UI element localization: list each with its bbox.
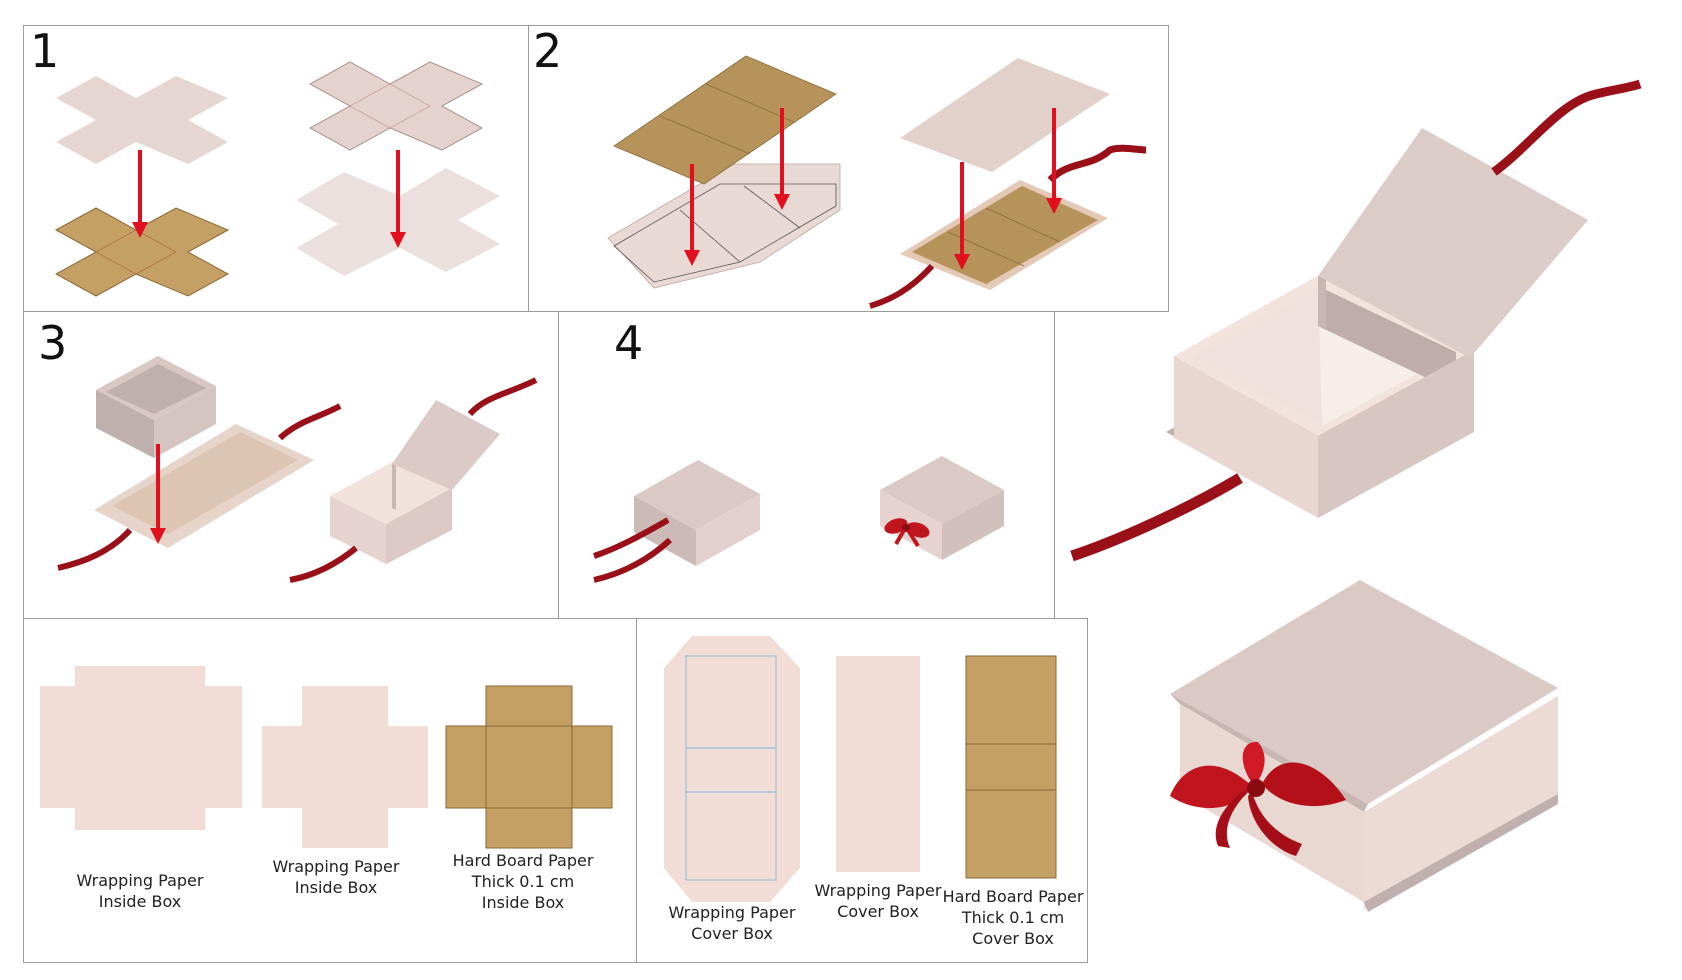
step4-closed-box-ribbon <box>634 460 760 566</box>
caption-line: Inside Box <box>98 892 182 911</box>
caption-line: Cover Box <box>837 902 919 921</box>
step1-paper-cross-right-top <box>309 61 483 151</box>
step3-ribbon-box-bottom <box>289 545 358 583</box>
part-wrapping-inside-1 <box>40 666 242 830</box>
large-bow <box>1170 741 1346 856</box>
step3-ribbon-left <box>57 527 133 571</box>
step2-cover-paper-top <box>900 58 1110 172</box>
caption-wrapping-inside-2: Wrapping Paper Inside Box <box>273 856 400 898</box>
step2-wrapping-cover-paper <box>607 163 841 289</box>
caption-line: Hard Board Paper <box>452 851 594 870</box>
caption-line: Wrapping Paper <box>272 857 400 876</box>
step-number-1: 1 <box>30 24 60 78</box>
large-open-box <box>1166 128 1588 518</box>
caption-line: Inside Box <box>481 893 565 912</box>
step3-assembled-box <box>330 400 500 564</box>
step2-board-on-wrap <box>900 180 1108 290</box>
caption-line: Wrapping Paper <box>814 881 942 900</box>
step4-bow <box>884 518 930 548</box>
step3-inside-box <box>96 356 216 458</box>
caption-line: Thick 0.1 cm <box>471 872 575 891</box>
caption-line: Hard Board Paper <box>942 887 1084 906</box>
caption-line: Wrapping Paper <box>76 871 204 890</box>
caption-board-cover: Hard Board Paper Thick 0.1 cm Cover Box <box>943 886 1084 949</box>
step4-ribbon-end-1 <box>593 517 670 559</box>
step2-ribbon-left <box>869 263 935 309</box>
step4-closed-box-bow <box>880 456 1004 560</box>
large-closed-box <box>1170 580 1558 912</box>
step-4-panel <box>558 311 1055 619</box>
caption-line: Wrapping Paper <box>668 903 796 922</box>
large-box-ribbon-top <box>1491 79 1642 176</box>
step3-ribbon-box-top <box>467 377 538 417</box>
part-wrapping-inside-2 <box>262 686 428 848</box>
step2-ribbon-right <box>1047 144 1147 183</box>
part-board-cover <box>965 655 1057 879</box>
caption-wrapping-cover-1: Wrapping Paper Cover Box <box>669 902 796 944</box>
part-wrapping-cover-2 <box>836 656 920 872</box>
caption-board-inside: Hard Board Paper Thick 0.1 cm Inside Box <box>453 850 594 913</box>
step2-board-strip <box>613 55 837 185</box>
caption-line: Cover Box <box>972 929 1054 948</box>
caption-wrapping-inside-1: Wrapping Paper Inside Box <box>77 870 204 912</box>
step1-paper-cross-top <box>56 76 228 164</box>
step3-ribbon-right <box>277 403 342 441</box>
caption-line: Thick 0.1 cm <box>961 908 1065 927</box>
part-wrapping-cover-1 <box>664 636 800 902</box>
step-number-3: 3 <box>38 316 68 370</box>
large-box-ribbon-bottom <box>1070 473 1243 562</box>
caption-line: Inside Box <box>294 878 378 897</box>
caption-line: Cover Box <box>691 924 773 943</box>
step1-board-cross <box>54 207 230 297</box>
step-number-4: 4 <box>614 316 644 370</box>
part-board-inside <box>445 685 613 849</box>
step4-ribbon-end-2 <box>593 537 673 583</box>
caption-wrapping-cover-2: Wrapping Paper Cover Box <box>815 880 942 922</box>
step-number-2: 2 <box>533 24 563 78</box>
